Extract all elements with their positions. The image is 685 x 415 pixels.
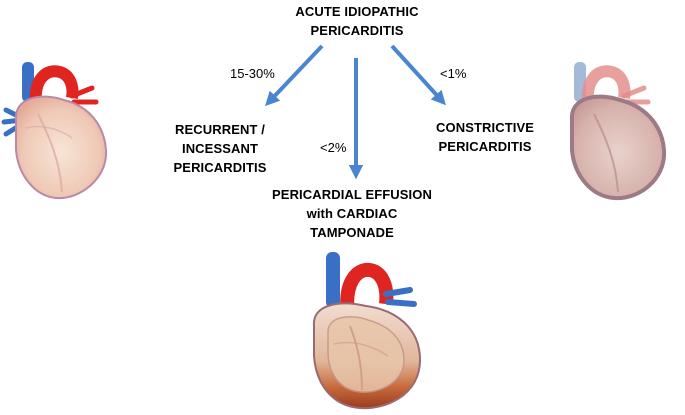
constrictive-line-1: CONSTRICTIVE <box>436 120 534 135</box>
percent-label-effusion: <2% <box>320 140 347 155</box>
outcome-node-constrictive: CONSTRICTIVE PERICARDITIS <box>420 118 550 156</box>
root-line-2: PERICARDITIS <box>310 23 404 38</box>
arrow-to-recurrent <box>265 44 324 107</box>
thickened-pericardium-heart-illustration <box>569 62 667 201</box>
constrictive-line-2: PERICARDITIS <box>438 139 532 154</box>
outcome-node-recurrent: RECURRENT / INCESSANT PERICARDITIS <box>160 120 280 177</box>
recurrent-line-3: PERICARDITIS <box>173 160 267 175</box>
outcome-node-effusion: PERICARDIAL EFFUSION with CARDIAC TAMPON… <box>262 185 442 242</box>
recurrent-line-2: INCESSANT <box>181 141 259 156</box>
percent-label-recurrent: 15-30% <box>230 66 275 81</box>
arrow-to-constrictive <box>390 44 446 106</box>
effusion-line-2: with CARDIAC <box>306 206 398 221</box>
heart-with-effusion-illustration <box>312 252 422 410</box>
effusion-line-1: PERICARDIAL EFFUSION <box>272 187 432 202</box>
percent-label-constrictive: <1% <box>440 66 467 81</box>
root-line-1: ACUTE IDIOPATHIC <box>295 4 419 19</box>
effusion-line-3: TAMPONADE <box>310 225 394 240</box>
root-node-acute-idiopathic-pericarditis: ACUTE IDIOPATHIC PERICARDITIS <box>257 2 457 40</box>
recurrent-line-1: RECURRENT / <box>175 122 265 137</box>
normal-heart-illustration <box>1 62 108 200</box>
